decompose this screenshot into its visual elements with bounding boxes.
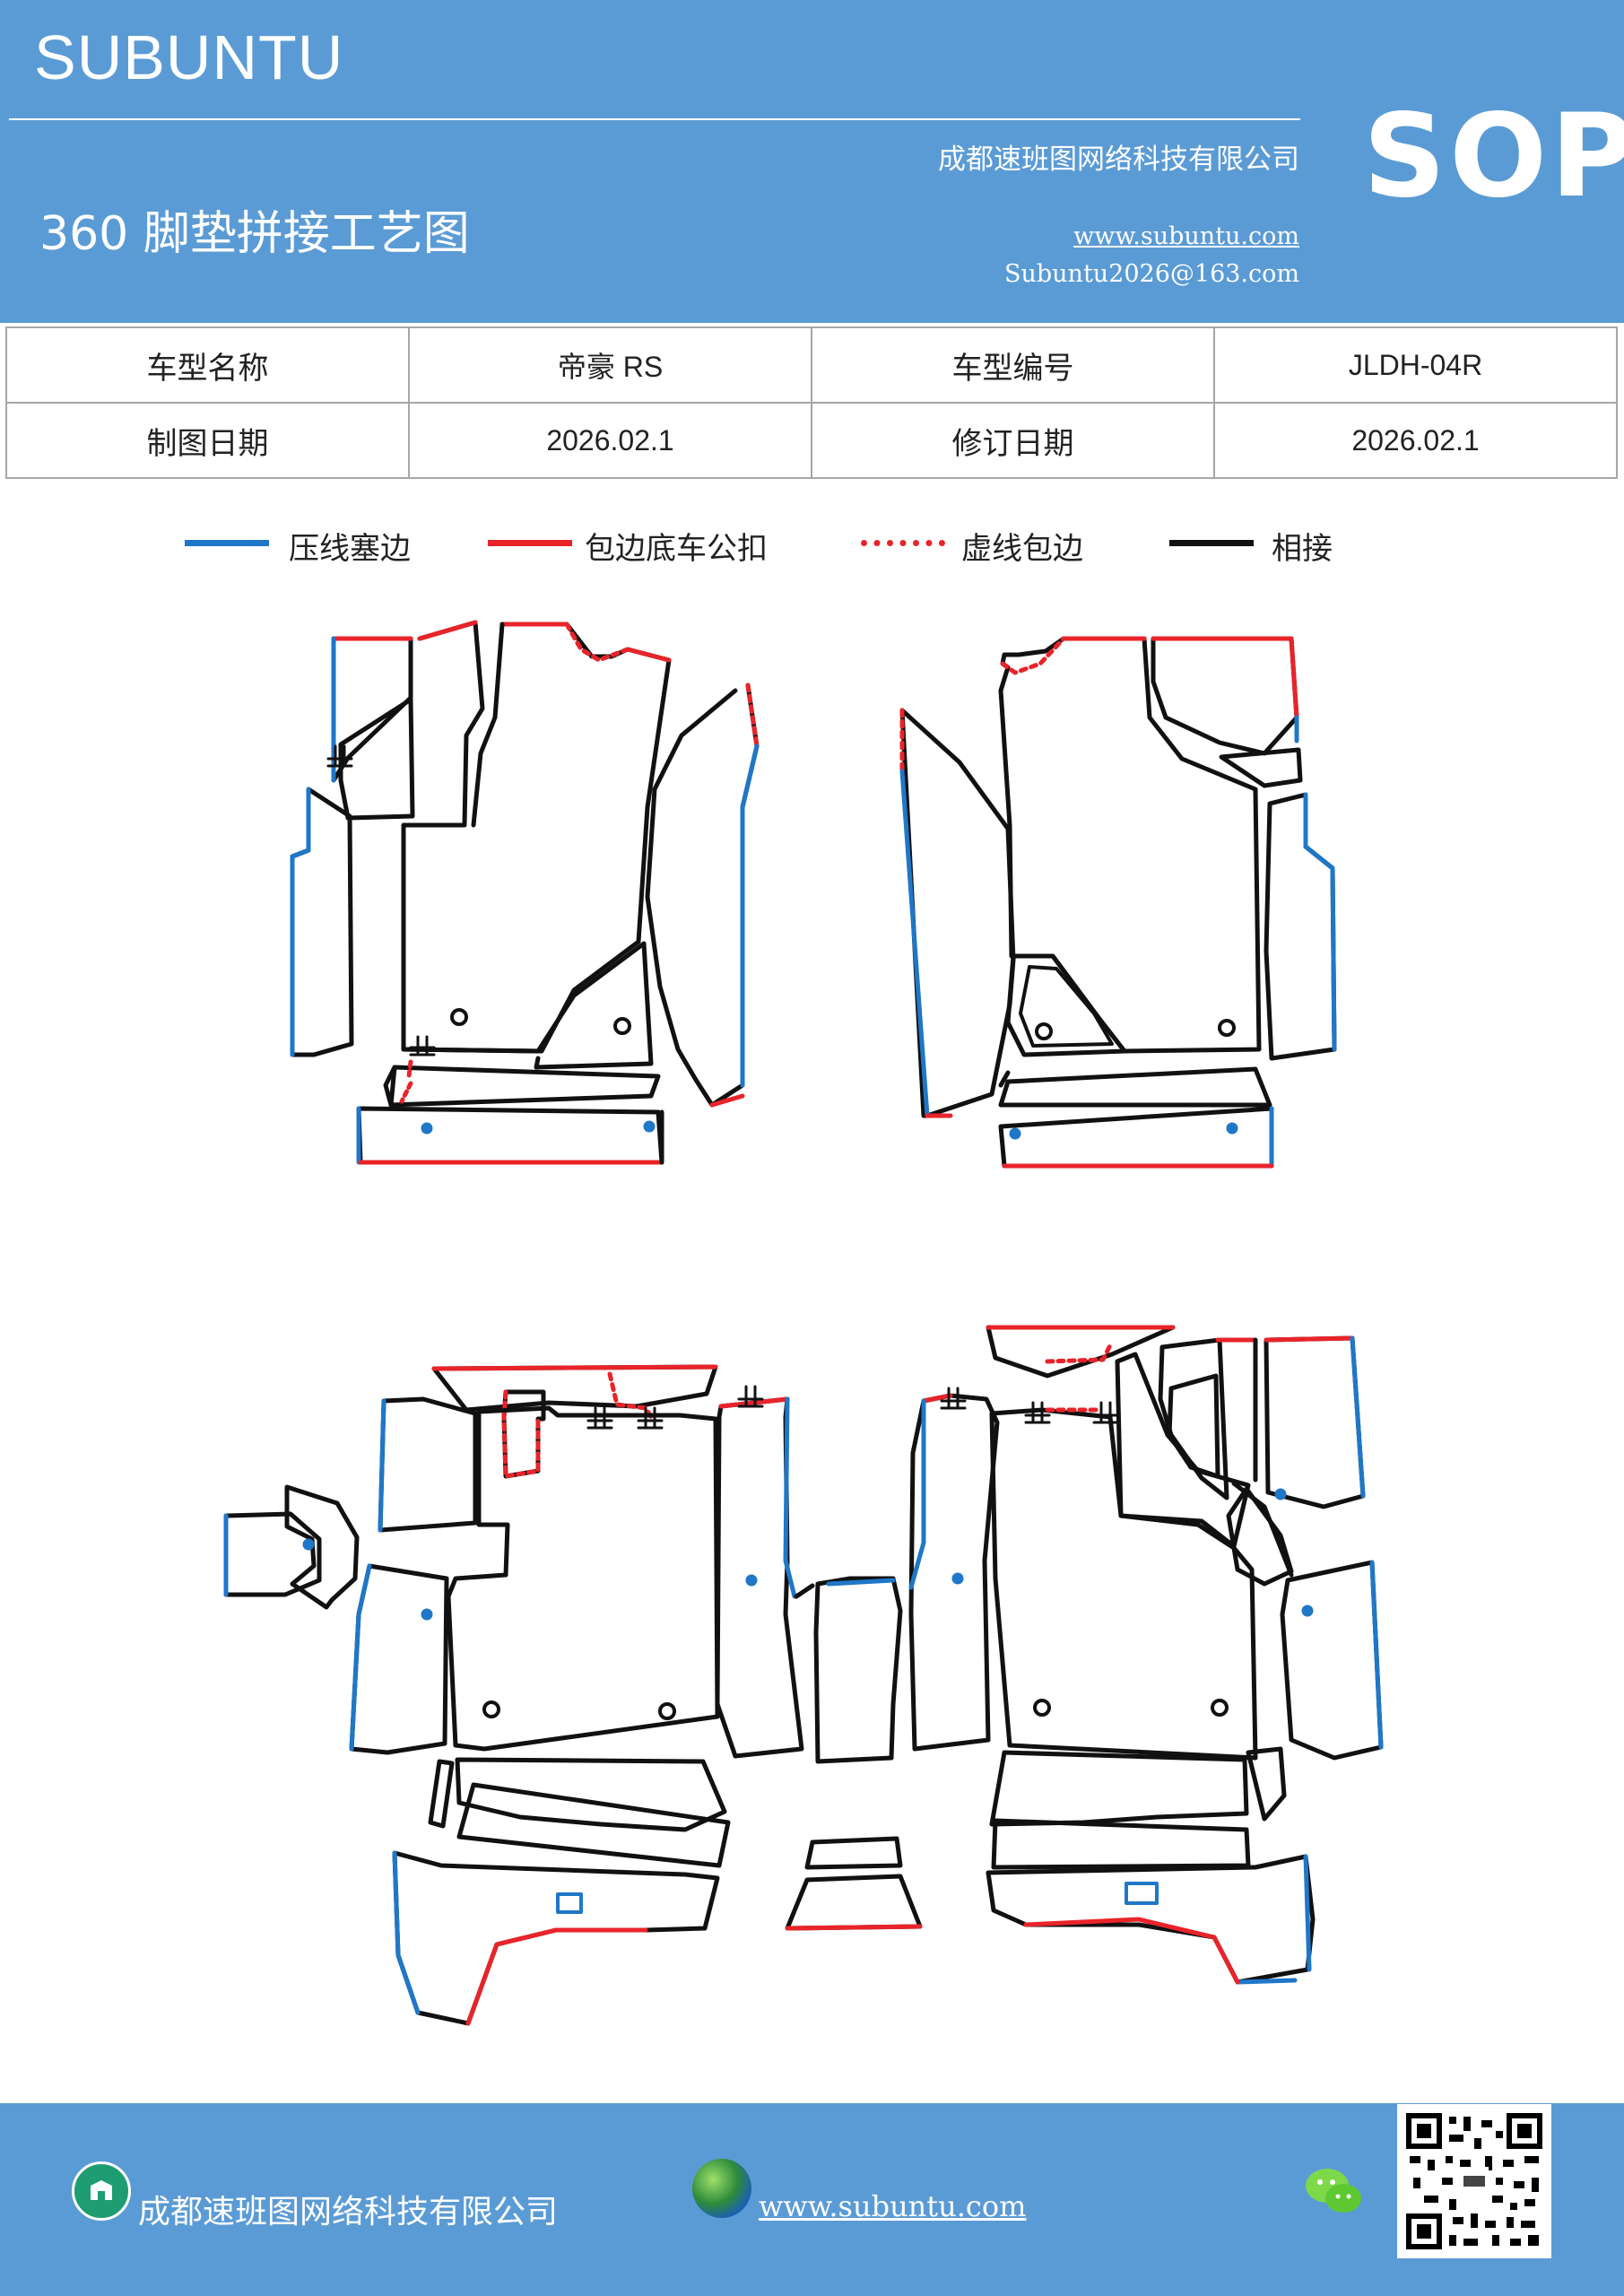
legend-swatch-black: [1169, 540, 1254, 546]
floor-mat-splice-diagram: [223, 620, 1384, 2026]
legend-swatch-blue: [185, 540, 269, 546]
draw-date-value: 2026.02.1: [408, 402, 812, 479]
legend-label: 压线塞边: [289, 531, 411, 567]
globe-icon: [692, 2159, 751, 2218]
rear-center-mat: [785, 1576, 923, 1931]
model-name-value: 帝豪 RS: [408, 326, 812, 404]
footer-website-link[interactable]: www.subuntu.com: [759, 2189, 1027, 2223]
revision-date-label: 修订日期: [811, 402, 1215, 479]
page-title: 360 脚垫拼接工艺图: [39, 207, 470, 261]
rear-left-mat: [223, 1364, 804, 2026]
building-icon: [72, 2161, 131, 2221]
front-left-mat: [290, 620, 760, 1165]
header-divider: [9, 118, 1300, 120]
vehicle-info-table: 车型名称 帝豪 RS 车型编号 JLDH-04R 制图日期 2026.02.1 …: [5, 326, 1618, 479]
table-row: 车型名称 帝豪 RS 车型编号 JLDH-04R: [5, 326, 1618, 404]
line-legend: 压线塞边 包边底车公扣 虚线包边 相接: [0, 520, 1624, 574]
legend-swatch-red-dotted: [861, 540, 945, 546]
table-row: 制图日期 2026.02.1 修订日期 2026.02.1: [5, 402, 1618, 479]
legend-label: 包边底车公扣: [585, 531, 768, 567]
header-website-link[interactable]: www.subuntu.com: [1073, 222, 1299, 250]
header-banner: SUBUNTU 成都速班图网络科技有限公司 360 脚垫拼接工艺图 www.su…: [0, 0, 1624, 323]
rear-right-mat: [908, 1325, 1384, 1985]
header-email: Subuntu2026@163.com: [1004, 260, 1299, 288]
legend-label: 虚线包边: [961, 531, 1083, 567]
qr-code: [1397, 2104, 1551, 2258]
model-code-value: JLDH-04R: [1213, 326, 1618, 404]
revision-date-value: 2026.02.1: [1213, 402, 1618, 479]
model-name-label: 车型名称: [5, 326, 410, 404]
footer-company-name: 成都速班图网络科技有限公司: [138, 2194, 559, 2231]
header-company-name: 成都速班图网络科技有限公司: [938, 144, 1299, 176]
wechat-icon: [1306, 2169, 1361, 2213]
sop-label: SOP: [1363, 90, 1624, 223]
footer-banner: 成都速班图网络科技有限公司 www.subuntu.com: [0, 2103, 1624, 2296]
brand-logo-text: SUBUNTU: [34, 22, 344, 92]
model-code-label: 车型编号: [811, 326, 1215, 404]
front-right-mat: [899, 636, 1337, 1169]
legend-swatch-red: [488, 540, 572, 546]
legend-label: 相接: [1272, 531, 1333, 567]
draw-date-label: 制图日期: [5, 402, 410, 479]
